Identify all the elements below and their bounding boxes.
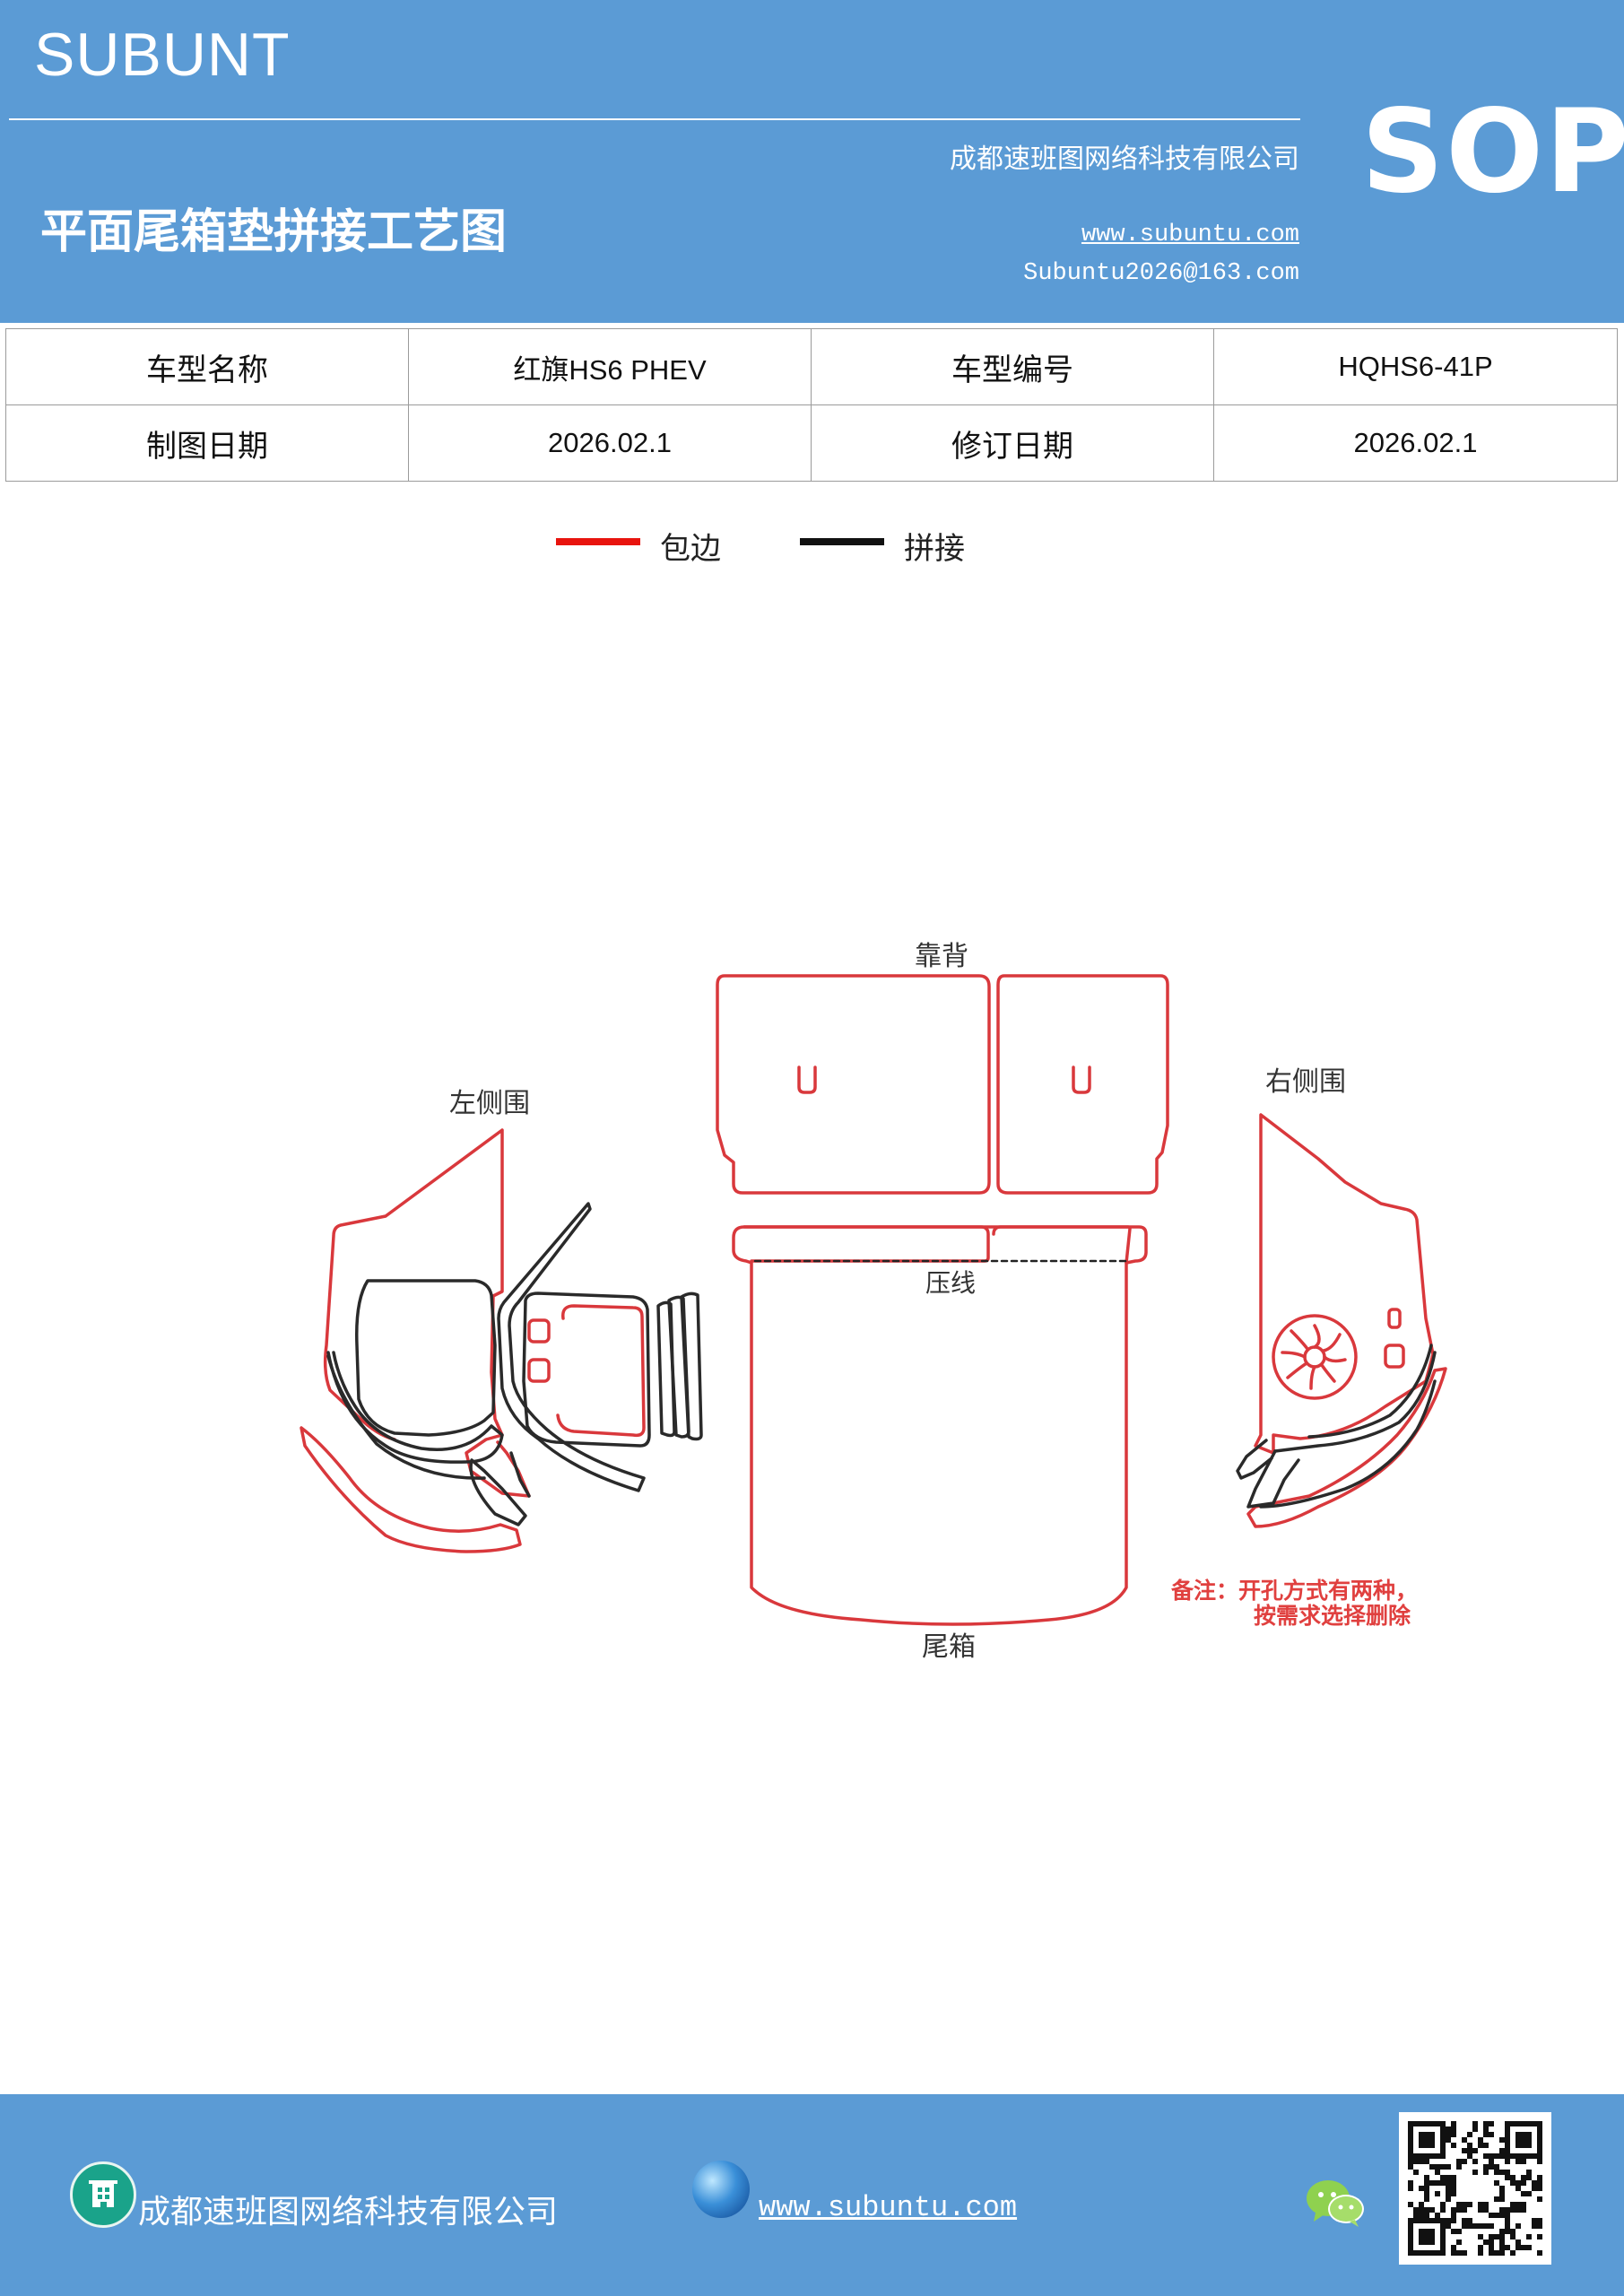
building-icon	[70, 2161, 136, 2228]
table-row: 制图日期 2026.02.1 修订日期 2026.02.1	[5, 404, 1618, 482]
page-footer: 成都速班图网络科技有限公司 www.subuntu.com	[0, 2094, 1624, 2296]
drawing-date-value: 2026.02.1	[408, 404, 812, 482]
vehicle-info-table: 车型名称 红旗HS6 PHEV 车型编号 HQHS6-41P 制图日期 2026…	[5, 328, 1618, 482]
backrest-right-panel	[996, 974, 1169, 1195]
document-title: 平面尾箱垫拼接工艺图	[40, 204, 508, 259]
header-email: Subuntu2026@163.com	[1023, 260, 1299, 287]
right-side-wall-seam	[1236, 1344, 1437, 1509]
legend-edge-label: 包边	[660, 531, 721, 567]
model-name-label: 车型名称	[5, 328, 409, 405]
model-code-label: 车型编号	[811, 328, 1214, 405]
label-backrest: 靠背	[915, 941, 968, 972]
left-middle-seam	[497, 1202, 703, 1492]
legend-seam-label: 拼接	[904, 531, 965, 567]
legend-red-line	[556, 538, 640, 545]
backrest-right-hole	[1072, 1065, 1091, 1094]
right-side-wall-edge	[1246, 1113, 1447, 1528]
page-header: SUBUNT 平面尾箱垫拼接工艺图 成都速班图网络科技有限公司 www.subu…	[0, 0, 1624, 323]
left-side-wall-seam	[326, 1279, 531, 1526]
trunk-floor	[732, 1225, 1132, 1626]
label-crease: 压线	[925, 1268, 976, 1298]
revision-date-label: 修订日期	[811, 404, 1214, 482]
footer-website-link[interactable]: www.subuntu.com	[759, 2191, 1018, 2224]
trunk-flap-right	[992, 1225, 1148, 1265]
backrest-left-panel	[716, 974, 991, 1195]
left-middle-edge	[527, 1304, 646, 1438]
wechat-icon[interactable]	[1305, 2177, 1366, 2231]
trunk-flap-left	[743, 1225, 990, 1263]
globe-icon	[692, 2161, 750, 2218]
model-code-value: HQHS6-41P	[1213, 328, 1618, 405]
legend-black-line	[800, 538, 884, 545]
model-name-value: 红旗HS6 PHEV	[408, 328, 812, 405]
header-company: 成都速班图网络科技有限公司	[950, 144, 1299, 175]
drawing-date-label: 制图日期	[5, 404, 409, 482]
backrest-left-hole	[797, 1065, 817, 1094]
revision-date-value: 2026.02.1	[1213, 404, 1618, 482]
label-left-side: 左侧围	[449, 1088, 530, 1119]
qr-code	[1399, 2112, 1551, 2265]
header-divider	[9, 118, 1300, 120]
sop-badge: SOP	[1361, 85, 1624, 219]
header-website-link[interactable]: www.subuntu.com	[1081, 222, 1299, 248]
label-trunk: 尾箱	[922, 1631, 976, 1663]
table-row: 车型名称 红旗HS6 PHEV 车型编号 HQHS6-41P	[5, 328, 1618, 405]
trunk-mat-diagram: 靠背 左侧围 右侧围 压线 尾箱 备注：开孔方式有两种， 按需求选择删除	[300, 941, 1447, 1663]
brand-name: SUBUNT	[34, 21, 291, 89]
label-right-side: 右侧围	[1265, 1066, 1346, 1098]
note-line-2: 按需求选择删除	[1254, 1603, 1411, 1629]
backrest-panels	[716, 974, 1169, 1195]
note-line-1: 备注：开孔方式有两种，	[1170, 1578, 1418, 1604]
footer-company: 成都速班图网络科技有限公司	[138, 2194, 559, 2231]
